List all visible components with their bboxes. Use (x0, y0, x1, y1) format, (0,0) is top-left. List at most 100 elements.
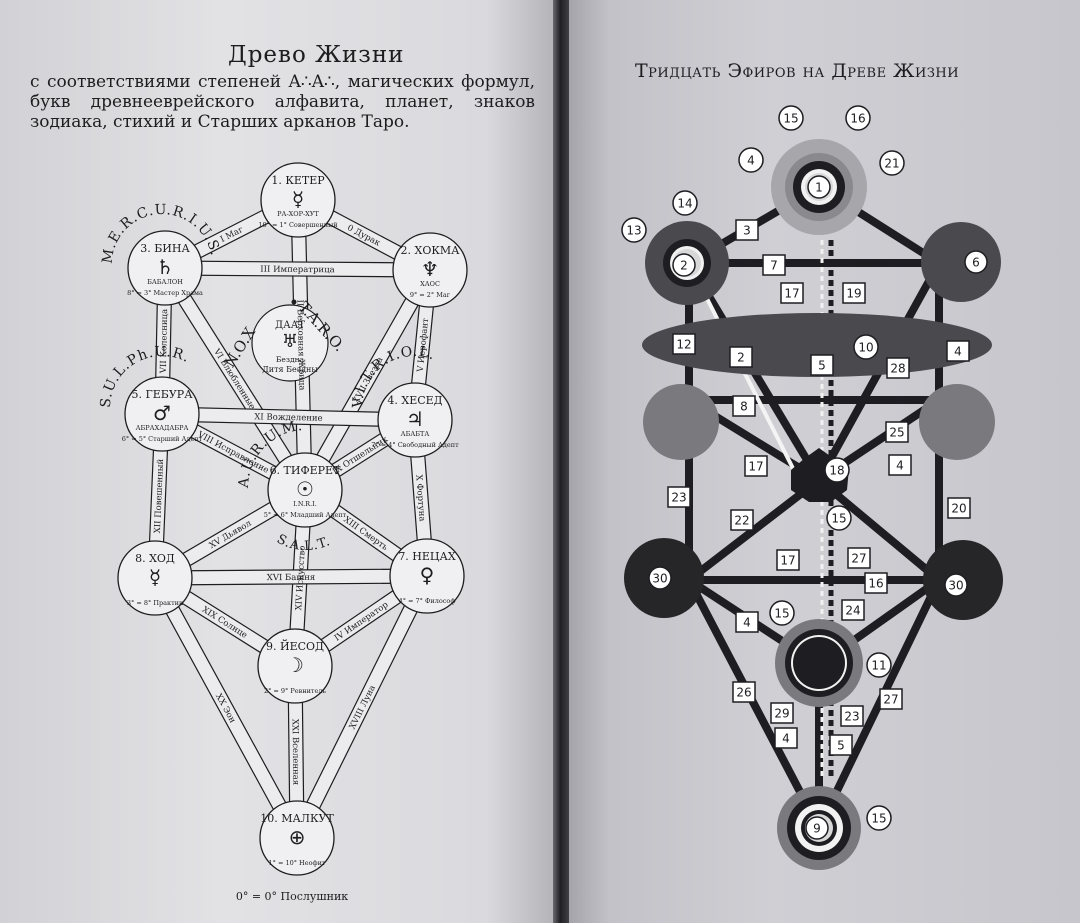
path-number: 23 (671, 491, 686, 505)
path-number-box (810, 354, 834, 376)
sephirah-formula: АБАБТА (401, 430, 430, 438)
path-number-box (829, 734, 853, 756)
path-number: 8 (740, 400, 748, 414)
sphere-number-badge (944, 573, 968, 597)
sephirah-circle (260, 162, 336, 238)
aethyr-callout (866, 652, 892, 678)
path-label-netzach_yesod: IV Император (333, 600, 391, 644)
path-number-box (886, 357, 910, 379)
sephirah-yesod: 9. ЙЕСОД☽2° = 9° Ревнитель (257, 628, 333, 704)
aethyr-callout-number: 15 (783, 112, 798, 126)
sephirah-formula: АБРАХАДАБРА (136, 424, 189, 432)
aethyr-callout (866, 805, 892, 831)
planet-symbol-icon: ♃ (406, 407, 424, 431)
path-number: 4 (782, 732, 790, 746)
sephirah-grade: 1° = 10° Неофит (269, 859, 326, 867)
path-number-box (841, 599, 865, 621)
aethyr-path-bar (816, 476, 942, 584)
aethyr-path-bar (815, 578, 943, 830)
daath-line1: Бездна (276, 355, 305, 364)
sephirah-grade: 9° = 2° Маг (410, 291, 451, 299)
path-number-box (842, 282, 866, 304)
sephirah-name: 4. ХЕСЕД (387, 394, 442, 407)
path-number: 17 (780, 554, 795, 568)
path-number-box (946, 340, 970, 362)
sephirah-grade: 3° = 8° Практик (127, 599, 183, 607)
footer-grade: 0° = 0° Послушник (236, 890, 348, 903)
daath-name: ДААТ (275, 320, 305, 331)
path-number: 25 (889, 426, 904, 440)
aethyr-callout-number: 18 (829, 464, 844, 478)
path-number-box (879, 688, 903, 710)
path-number: 23 (844, 710, 859, 724)
path-number: 7 (770, 259, 778, 273)
sephirah-tiphareth: 6. ТИФЕРЕТ☉I.N.R.I.5° = 6° Младший Адепт (264, 452, 347, 528)
sphere-number-badge (807, 175, 831, 199)
path-number-box (847, 547, 871, 569)
sphere-number: 2 (680, 259, 688, 273)
planet-symbol-icon: ♀ (420, 563, 435, 587)
path-label-yesod_malkuth: XXI Вселенная (290, 719, 301, 786)
aethyr-callout-number: 14 (677, 197, 692, 211)
path-number-box (888, 454, 912, 476)
sphere-number-badge (964, 250, 988, 274)
path-number-box (732, 395, 756, 417)
path-label-geburah_hod: XII Повешенный (153, 458, 166, 533)
aethyr-callout-number: 21 (884, 157, 899, 171)
daath-circle (251, 304, 329, 382)
path-label-chokmah_binah: III Императрица (260, 265, 334, 276)
sephirah-circle (392, 232, 468, 308)
path-number-box (770, 702, 794, 724)
right-page-title: Тридцать Эфиров на Древе Жизни (635, 60, 960, 82)
path-number: 27 (851, 552, 866, 566)
path-label-tiphareth_yesod: XIV Искусство (294, 545, 308, 610)
left-page: Древо Жизни с соответствиями степеней A∴… (0, 0, 553, 923)
planet-symbol-icon: ☽ (286, 653, 304, 677)
path-number: 29 (774, 707, 789, 721)
path-number-box (776, 549, 800, 571)
path-number: 17 (748, 460, 763, 474)
daath-line2: Дитя Бездны (262, 365, 318, 374)
sphere-number-badge (672, 253, 696, 277)
sephirah-formula: ХАОС (420, 280, 440, 288)
path-label-chesed_geburah: XI Вожделение (254, 412, 323, 424)
aethyr-callout-number: 16 (850, 112, 865, 126)
path-number-box (735, 611, 759, 633)
aethyr-callout-number: 15 (871, 812, 886, 826)
path-number: 12 (676, 338, 691, 352)
path-number-box (840, 705, 864, 727)
sephirah-grade: 8° = 3° Мастер Храма (127, 289, 203, 297)
sephirah-circle (117, 540, 193, 616)
sephirah-circle (267, 452, 343, 528)
planet-symbol-icon: ☉ (296, 477, 314, 501)
aethyr-callout (853, 334, 879, 360)
path-number-box (885, 421, 909, 443)
path-label-hod_yesod: XIX Солнце (200, 605, 249, 641)
planet-symbol-icon: ☿ (149, 565, 161, 589)
aethyr-callout-number: 13 (626, 224, 641, 238)
sephirah-hod: 8. ХОД☿3° = 8° Практик (117, 540, 193, 616)
path-number: 22 (734, 514, 749, 528)
aethyr-callout (738, 147, 764, 173)
path-label-keter_tiphareth: II Верховная Жрица (294, 300, 306, 391)
sephirah-grade: 5° = 6° Младший Адепт (264, 511, 347, 519)
path-label-netzach_hod: XVI Башня (267, 573, 316, 583)
sephirah-grade: 6° = 5° Старший Адепт (122, 435, 203, 443)
daath-symbol: ♅ (282, 331, 298, 352)
sphere-number: 1 (815, 181, 823, 195)
aethyr-callout-number: 10 (858, 341, 873, 355)
planet-symbol-icon: ⊕ (289, 825, 306, 849)
left-page-title: Древо Жизни (228, 42, 405, 68)
aethyr-callout (879, 150, 905, 176)
aethyr-callout (845, 105, 871, 131)
path-number-box (667, 486, 691, 508)
sephirah-circle (389, 538, 465, 614)
sephirah-netzach: 7. НЕЦАХ♀4° = 7° Философ (389, 538, 465, 614)
sephirah-circle (257, 628, 333, 704)
